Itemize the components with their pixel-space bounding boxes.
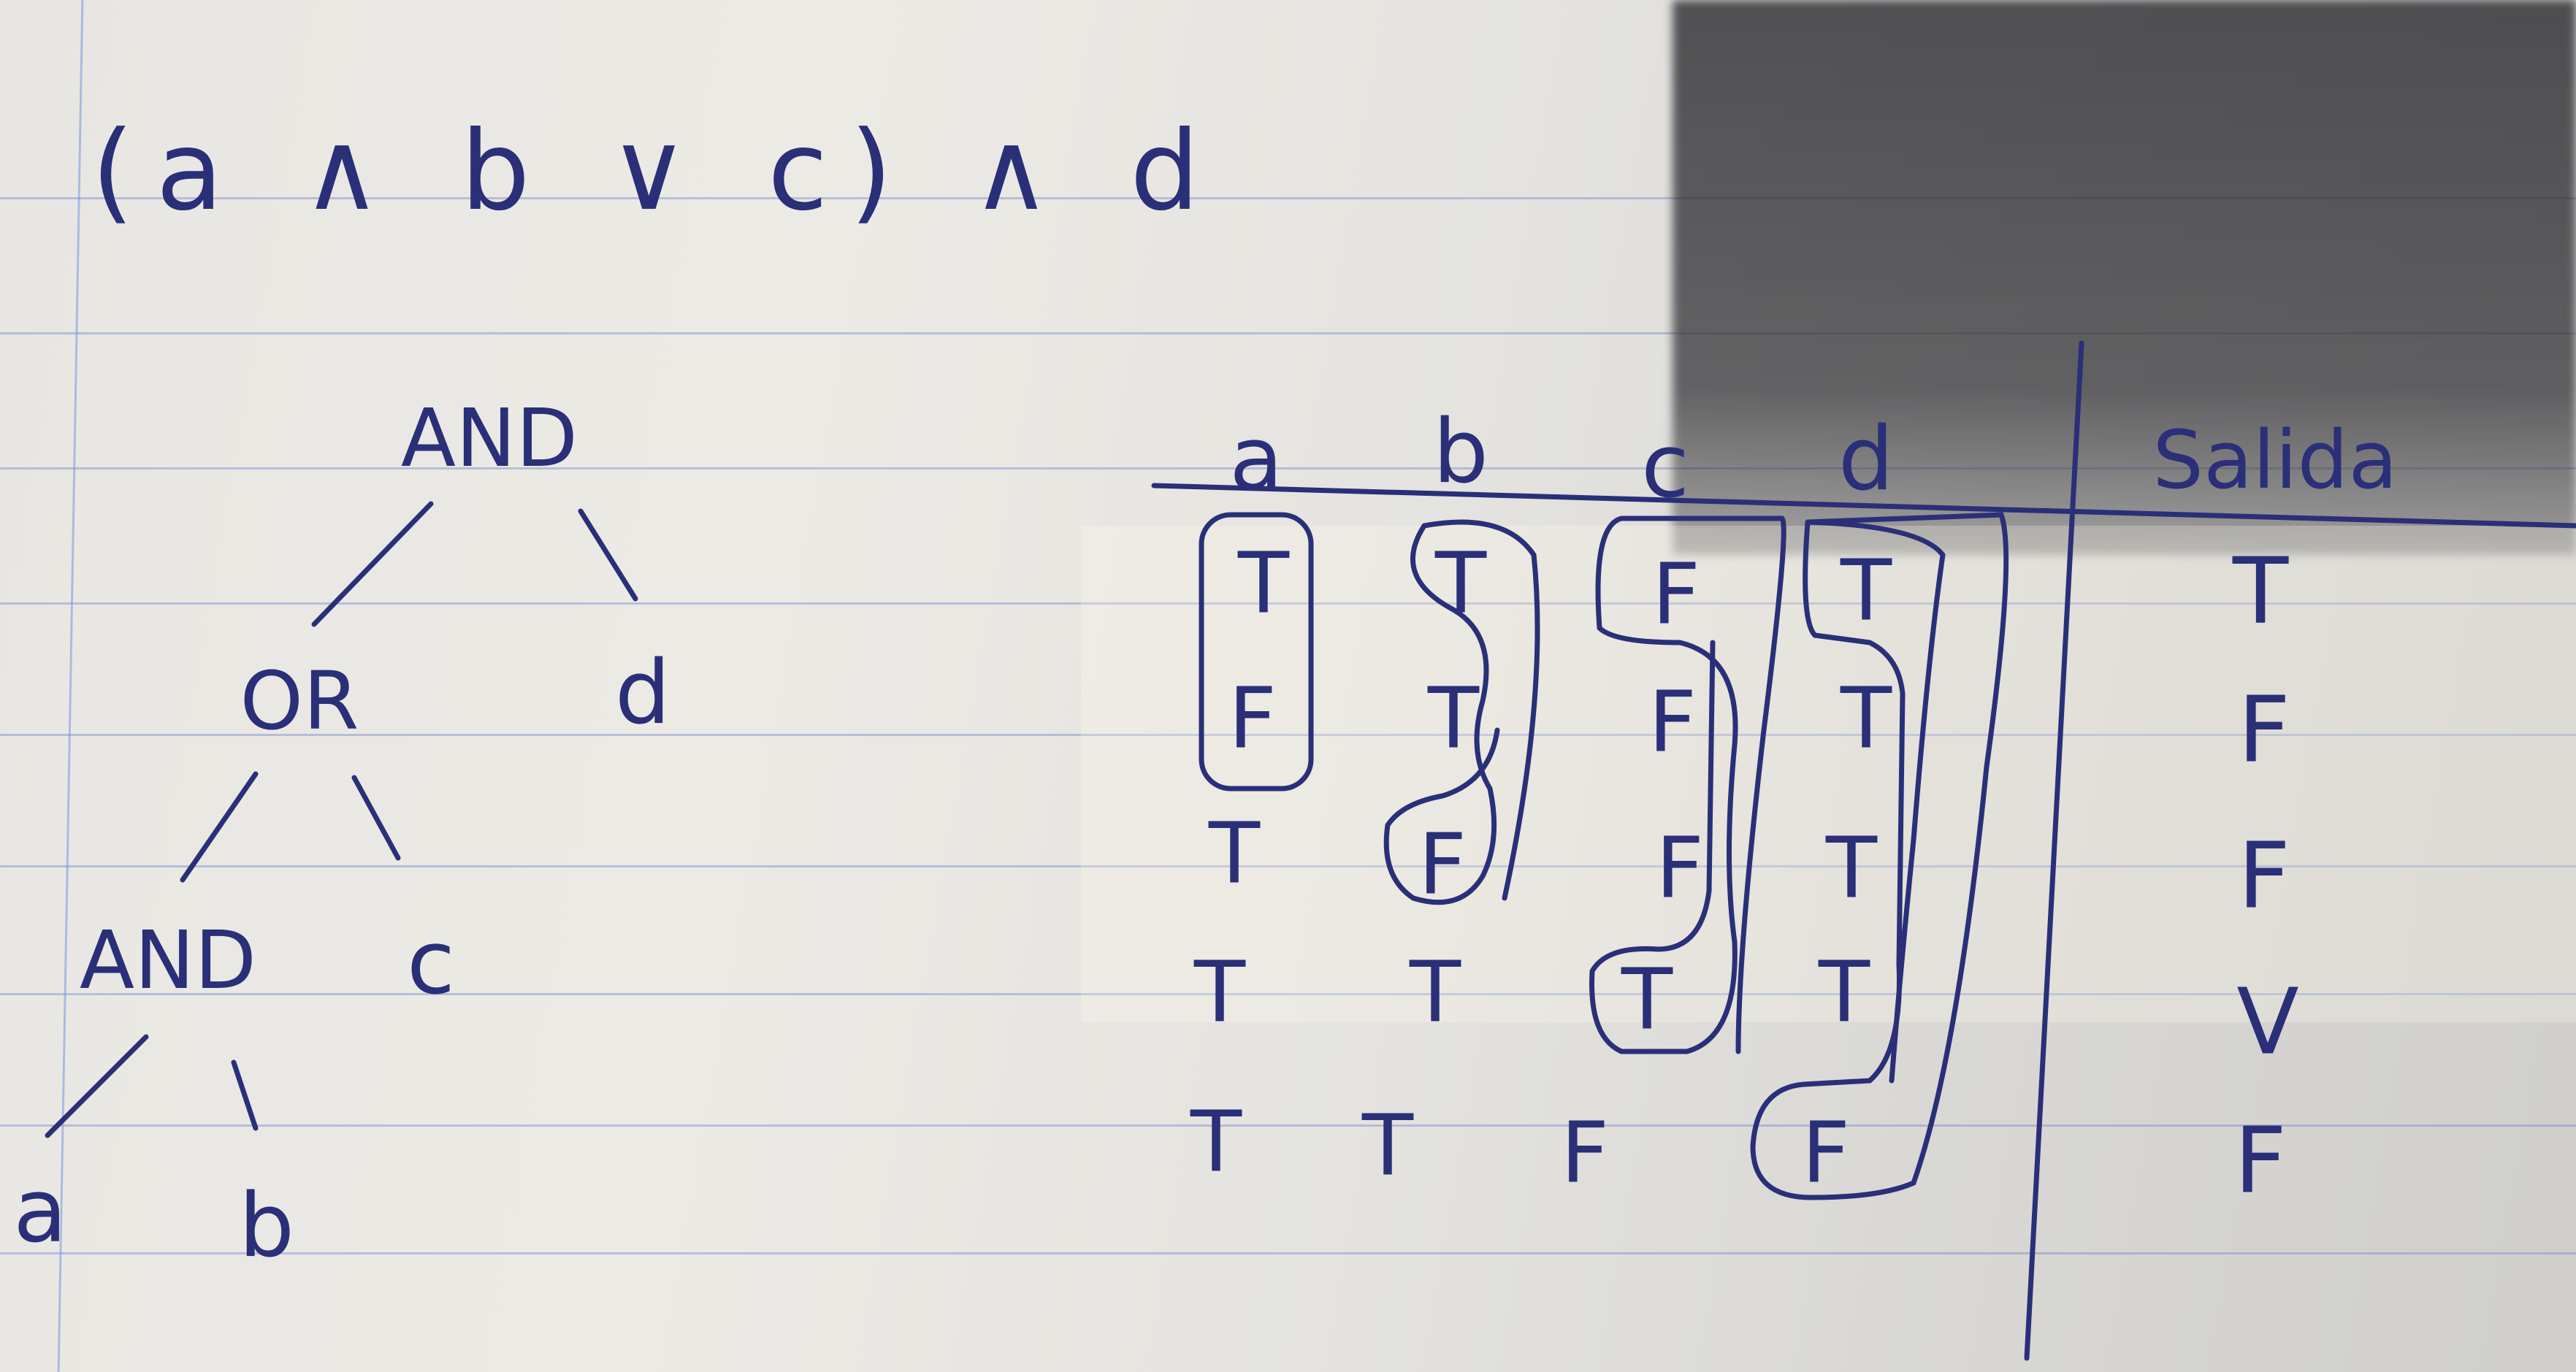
ruled-line: [0, 734, 2576, 736]
tree-root-and: AND: [400, 391, 578, 485]
ruled-line: [0, 1124, 2576, 1127]
ruled-line: [0, 467, 2576, 470]
tree-leaf-b: b: [238, 1176, 295, 1277]
ruled-line: [0, 865, 2576, 867]
cell-r1-d: T: [1840, 542, 1892, 640]
column-header-d: d: [1838, 409, 1895, 510]
cell-r1-a: T: [1237, 534, 1290, 633]
tree-leaf-d: d: [614, 643, 671, 744]
output-r1: T: [2232, 538, 2289, 645]
cell-r2-b: T: [1427, 670, 1480, 768]
output-header: Salida: [2152, 413, 2398, 507]
column-header-c: c: [1641, 416, 1689, 518]
cell-r4-d: T: [1818, 943, 1870, 1042]
ruled-line: [0, 602, 2576, 605]
cell-r2-a: F: [1228, 670, 1277, 768]
table-output-divider: [2024, 340, 2084, 1361]
table-header-rule: [1151, 483, 2576, 529]
tree-or-node: OR: [240, 654, 359, 748]
cell-r3-a: T: [1208, 805, 1261, 903]
cell-r5-c: F: [1560, 1104, 1610, 1203]
cell-r4-a: T: [1193, 943, 1246, 1042]
edge-and-b: [231, 1059, 259, 1131]
tree-leaf-a: a: [13, 1161, 67, 1262]
cell-r3-b: F: [1418, 816, 1467, 914]
edge-root-d: [578, 508, 638, 602]
group-c: [1589, 516, 1786, 1054]
group-b: [1383, 519, 1540, 905]
group-a: [1199, 512, 1314, 792]
ruled-line: [0, 993, 2576, 995]
column-header-b: b: [1432, 402, 1489, 503]
output-r5: F: [2234, 1108, 2287, 1214]
group-d: [1750, 512, 2009, 1200]
ruled-line: [0, 332, 2576, 334]
shadow-region: [1673, 0, 2576, 555]
output-r2: F: [2238, 677, 2290, 783]
cell-r4-b: T: [1409, 943, 1461, 1042]
tree-leaf-c: c: [407, 913, 455, 1014]
cell-r5-b: T: [1361, 1097, 1414, 1195]
paper-glare: [1081, 526, 2576, 1022]
edge-or-and: [180, 771, 259, 883]
output-r3: F: [2238, 823, 2290, 930]
cell-r2-d: T: [1840, 670, 1892, 768]
cell-r2-c: F: [1648, 673, 1697, 772]
cell-r4-c: T: [1621, 951, 1673, 1049]
edge-root-or: [311, 501, 434, 627]
tree-inner-and: AND: [79, 913, 257, 1007]
edge-or-c: [351, 775, 401, 861]
output-r4: V: [2236, 969, 2299, 1076]
cell-r3-c: F: [1655, 819, 1705, 918]
cell-r1-c: F: [1651, 545, 1701, 644]
cell-r5-d: F: [1801, 1104, 1851, 1203]
cell-r5-a: T: [1190, 1093, 1242, 1192]
edge-and-a: [45, 1034, 149, 1138]
formula: (a ∧ b ∨ c) ∧ d: [91, 108, 1222, 235]
cell-r3-d: T: [1825, 819, 1878, 918]
ruled-line: [0, 197, 2576, 199]
ruled-line: [0, 1252, 2576, 1254]
